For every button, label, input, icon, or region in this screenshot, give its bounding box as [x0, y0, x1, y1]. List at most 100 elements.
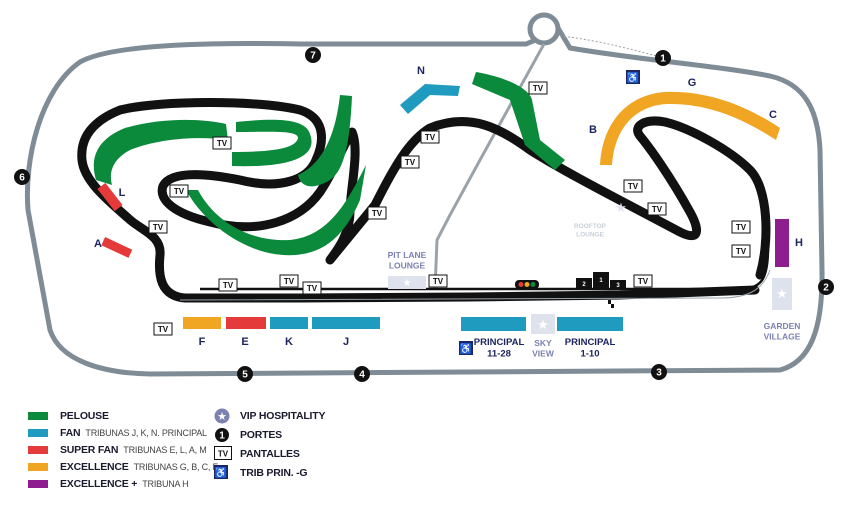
accessibility-icon: ♿	[214, 465, 230, 481]
svg-text:1: 1	[219, 431, 225, 442]
gate-3-label: 3	[656, 368, 662, 379]
svg-text:♿: ♿	[460, 342, 472, 355]
tv-screen-icon	[731, 220, 751, 234]
stand-principal-right	[557, 317, 623, 331]
tv-screen-label: TV	[372, 209, 383, 218]
podium-2: 2	[582, 282, 586, 288]
legend-sub-text: TRIBUNAS G, B, C, F	[133, 462, 218, 472]
svg-text:★: ★	[537, 317, 549, 332]
stand-k-label: K	[285, 336, 293, 348]
tv-screen-label: TV	[158, 325, 169, 334]
tv-screen-icon	[153, 322, 173, 336]
legend-swatch	[28, 480, 48, 488]
legend-main-text: FAN	[60, 427, 81, 439]
tv-screen-icon	[367, 206, 387, 220]
legend-symbol-label: VIP HOSPITALITY	[240, 410, 326, 422]
gate-1-label: 1	[660, 54, 666, 65]
tv-screen-icon	[218, 278, 238, 292]
legend-swatch	[28, 429, 48, 437]
legend-sub-text: TRIBUNAS J, K, N. PRINCIPAL	[85, 428, 207, 438]
gate-3-icon	[651, 364, 667, 380]
legend-item-excellence: EXCELLENCE +TRIBUNA H	[28, 476, 189, 492]
stand-f	[183, 317, 221, 329]
accessibility-icon: ♿	[626, 70, 640, 84]
garden-village-label: VILLAGE	[764, 332, 801, 342]
sky-view-label: SKY	[534, 338, 552, 348]
stand-h	[775, 219, 789, 267]
podium-3: 3	[616, 283, 620, 289]
tv-screen-label: TV	[533, 84, 544, 93]
podium	[576, 272, 626, 288]
stand-a-label: A	[94, 238, 102, 250]
stand-h-label: H	[795, 237, 803, 249]
accessibility-icon: ♿	[459, 341, 473, 355]
legend-symbol-label: PANTALLES	[240, 448, 300, 460]
legend-swatch	[28, 412, 48, 420]
stand-principal-left	[461, 317, 526, 331]
svg-text:♿: ♿	[215, 466, 227, 479]
circuit-perimeter	[24, 20, 825, 377]
svg-text:★: ★	[217, 411, 227, 423]
stand-c-label: C	[769, 109, 777, 121]
legend-swatch	[28, 446, 48, 454]
legend-main-text: SUPER FAN	[60, 444, 119, 456]
legend-item-pelouse: PELOUSE	[28, 408, 109, 424]
svg-text:★: ★	[776, 286, 788, 301]
pit-lane	[200, 247, 770, 291]
pit-lane-lounge-label: PIT LANE	[388, 250, 427, 260]
stand-l	[97, 182, 123, 212]
tv-screen-icon	[731, 244, 751, 258]
gate-4-label: 4	[359, 370, 365, 381]
tv-screen-label: TV	[638, 277, 649, 286]
rooftop-lounge-label: ROOFTOP	[574, 223, 607, 230]
tv-screen-label: TV	[307, 284, 318, 293]
tv-screen-label: TV	[217, 139, 228, 148]
rooftop-star-icon: ★	[615, 200, 627, 215]
tv-screen-icon	[647, 202, 667, 216]
pelouse-area-ne	[472, 72, 565, 170]
svg-text:♿: ♿	[627, 71, 639, 84]
principal-left-label: PRINCIPAL	[474, 337, 525, 348]
tv-screen-icon	[169, 184, 189, 198]
tv-screen-label: TV	[736, 247, 747, 256]
pit-lane-lounge-label: LOUNGE	[389, 261, 426, 271]
tv-screen-label: TV	[652, 205, 663, 214]
tv-screen-label: TV	[405, 158, 416, 167]
pit-lane-light	[179, 269, 771, 301]
stand-n-label: N	[417, 65, 425, 77]
legend-main-text: EXCELLENCE	[60, 461, 129, 473]
tv-screen-label: TV	[174, 187, 185, 196]
stand-l-label: L	[119, 187, 126, 199]
garden-village-label: GARDEN	[764, 321, 801, 331]
legend-symbol-gate-number-icon: 1 PORTES	[214, 427, 282, 443]
legend-symbol-star-icon: ★ VIP HOSPITALITY	[214, 408, 325, 424]
tv-screen-icon	[420, 130, 440, 144]
stand-j-label: J	[343, 336, 349, 348]
sky-view-box	[531, 314, 555, 334]
stand-f-label: F	[199, 336, 206, 348]
tv-screen-icon	[528, 81, 548, 95]
pelouse-area-nw-b	[232, 119, 312, 167]
stand-e-label: E	[241, 336, 248, 348]
legend-symbol-accessibility-icon: ♿TRIB PRIN. -G	[214, 465, 308, 481]
legend-sub-text: TRIBUNAS E, L, A, M	[123, 445, 207, 455]
tv-screen-icon	[633, 274, 653, 288]
stand-g-label: G	[688, 77, 697, 89]
garden-village-box	[772, 278, 792, 310]
legend-item-fan: FAN TRIBUNAS J, K, N. PRINCIPAL	[28, 425, 207, 441]
tv-screen-label: TV	[433, 277, 444, 286]
svg-text:★: ★	[403, 278, 412, 289]
access-road	[433, 43, 546, 291]
sky-view-label: VIEW	[532, 349, 555, 359]
principal-left-label: 11-28	[487, 349, 511, 360]
tv-screen-icon	[428, 274, 448, 288]
tv-screen-icon: TV	[214, 446, 232, 462]
principal-right-label: 1-10	[580, 349, 599, 360]
tv-screen-label: TV	[736, 223, 747, 232]
roundabout	[527, 12, 561, 46]
tv-screen-label: TV	[153, 223, 164, 232]
legend-symbol-label: PORTES	[240, 429, 282, 441]
